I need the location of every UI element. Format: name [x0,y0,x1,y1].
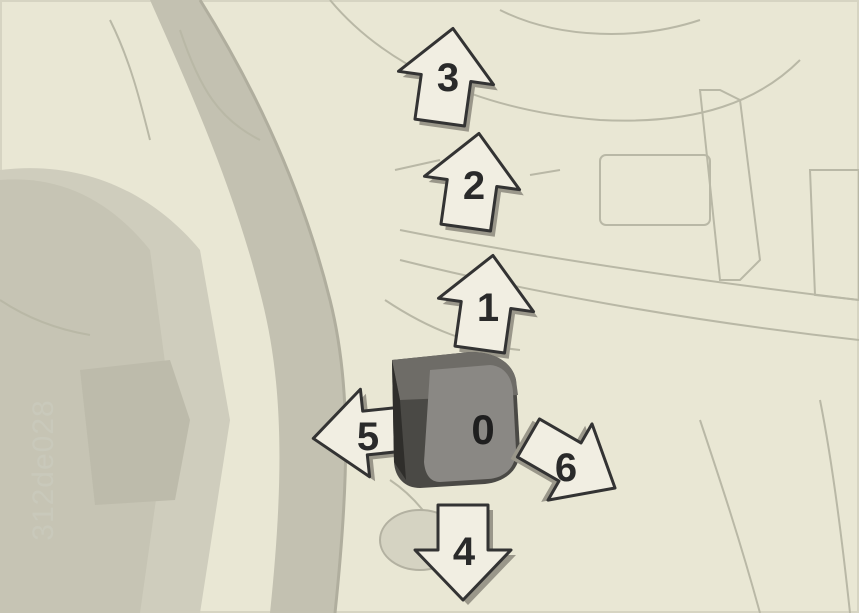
position-label-4: 4 [453,532,475,572]
diagram-reference-code: 312de028 [27,399,61,540]
position-label-2: 2 [463,166,485,206]
position-label-0: 0 [471,409,494,451]
position-label-1: 1 [477,288,499,328]
position-label-3: 3 [437,58,459,98]
position-label-6: 6 [555,448,577,488]
column-block [80,360,190,505]
control-knob [392,352,520,488]
position-label-5: 5 [357,417,379,457]
